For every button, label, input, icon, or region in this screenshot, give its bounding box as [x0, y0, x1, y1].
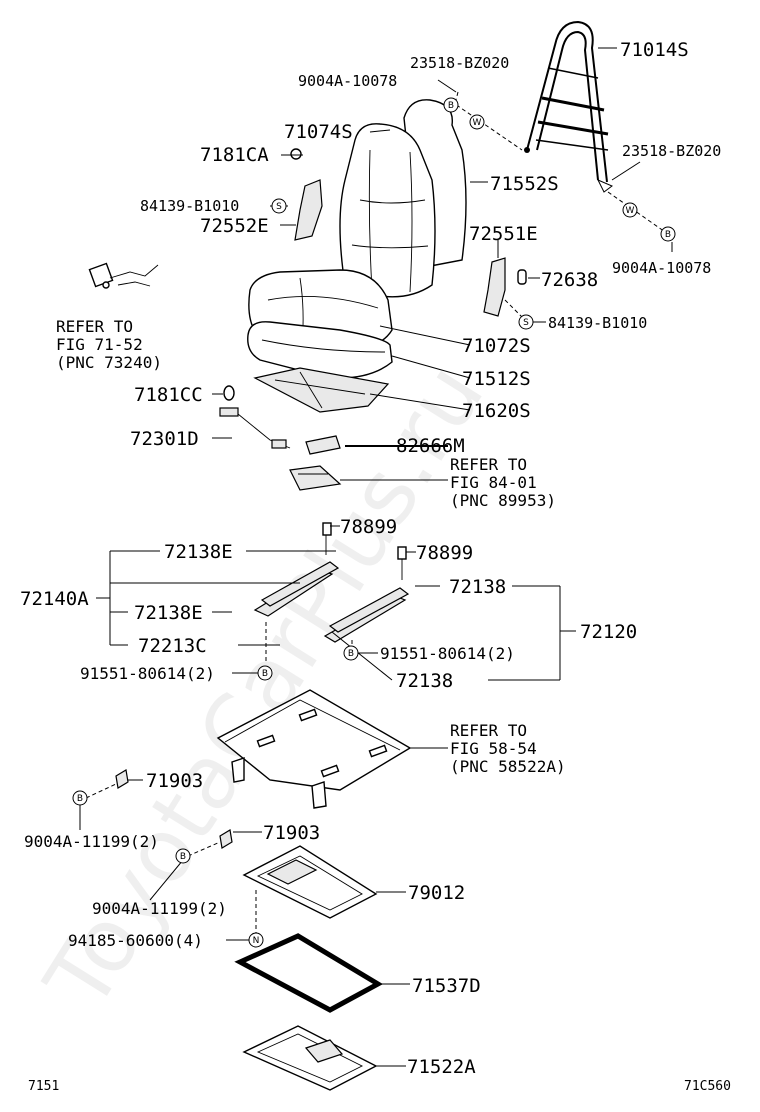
clip-7181CA	[290, 148, 302, 160]
mark-w-right: W	[622, 202, 638, 218]
seat-track-right	[323, 546, 410, 643]
label-9004A-11199-b: 9004A-11199(2)	[92, 899, 227, 918]
label-7181CC: 7181CC	[134, 384, 203, 406]
label-71522A: 71522A	[407, 1056, 476, 1078]
label-72138-a: 72138	[449, 576, 506, 598]
label-94185: 94185-60600(4)	[68, 931, 203, 950]
label-78899-b: 78899	[416, 542, 473, 564]
seal-71537D	[234, 933, 384, 1013]
label-72301D: 72301D	[130, 428, 199, 450]
floor-pan	[216, 689, 412, 809]
label-72552E: 72552E	[200, 215, 269, 237]
label-9004A-11199-a: 9004A-11199(2)	[24, 832, 159, 851]
cover-72552E	[294, 179, 323, 241]
seatback-frame	[524, 20, 613, 193]
svg-text:B: B	[348, 649, 354, 659]
label-72138E-b: 72138E	[134, 602, 203, 624]
svg-text:REFER TO: REFER TO	[450, 455, 527, 474]
svg-text:FIG 58-54: FIG 58-54	[450, 739, 537, 758]
label-72138E-a: 72138E	[164, 541, 233, 563]
svg-text:N: N	[253, 936, 260, 946]
knob-72638	[517, 269, 527, 285]
cable-72301D	[219, 407, 291, 449]
wire-harness	[88, 262, 159, 289]
mark-b-71903-b: B	[175, 848, 191, 864]
label-71903-a: 71903	[146, 770, 203, 792]
label-72551E: 72551E	[469, 223, 538, 245]
label-72138-b: 72138	[396, 670, 453, 692]
svg-text:S: S	[276, 202, 282, 212]
bracket-71903-a	[115, 769, 129, 789]
refer-block-1: REFER TO FIG 71-52 (PNC 73240)	[56, 317, 162, 372]
footer-right: 71C560	[684, 1079, 731, 1094]
label-72213C: 72213C	[138, 635, 207, 657]
marks: B W W B S S B B B B N	[72, 97, 676, 948]
refer-block-3: REFER TO FIG 58-54 (PNC 58522A)	[450, 721, 566, 776]
label-71074S: 71074S	[284, 121, 353, 143]
svg-text:REFER TO: REFER TO	[450, 721, 527, 740]
mark-s-right: S	[518, 314, 534, 330]
svg-text:(PNC 73240): (PNC 73240)	[56, 353, 162, 372]
svg-text:W: W	[626, 206, 635, 216]
label-71072S: 71072S	[462, 335, 531, 357]
svg-text:(PNC 89953): (PNC 89953)	[450, 491, 556, 510]
label-72120: 72120	[580, 621, 637, 643]
svg-text:S: S	[523, 318, 529, 328]
svg-text:B: B	[665, 230, 671, 240]
label-72638: 72638	[541, 269, 598, 291]
mark-b-track-left: B	[257, 665, 273, 681]
label-71903-b: 71903	[263, 822, 320, 844]
mark-w-top: W	[469, 114, 485, 130]
mark-b-track-right: B	[343, 645, 359, 661]
label-9004A-right: 9004A-10078	[612, 259, 711, 277]
svg-text:B: B	[180, 852, 186, 862]
svg-text:REFER TO: REFER TO	[56, 317, 133, 336]
mark-b-71903-a: B	[72, 790, 88, 806]
cover-72551E	[483, 257, 506, 317]
footer-left: 7151	[28, 1079, 59, 1094]
module-82666M	[305, 435, 341, 455]
label-9004A-top: 9004A-10078	[298, 72, 397, 90]
label-84139-right: 84139-B1010	[548, 314, 647, 332]
seat-track-left	[253, 522, 340, 617]
mark-b-right: B	[660, 226, 676, 242]
label-71537D: 71537D	[412, 975, 481, 997]
svg-text:(PNC 58522A): (PNC 58522A)	[450, 757, 566, 776]
label-71014S: 71014S	[620, 39, 689, 61]
tray-79012	[242, 845, 378, 919]
seatback-cushion	[339, 99, 467, 298]
mark-n: N	[248, 932, 264, 948]
refer-block-2: REFER TO FIG 84-01 (PNC 89953)	[450, 455, 556, 510]
bracket-71903-b	[219, 829, 233, 849]
tray-89953	[289, 465, 342, 491]
svg-text:FIG 71-52: FIG 71-52	[56, 335, 143, 354]
label-78899-a: 78899	[340, 516, 397, 538]
svg-text:W: W	[473, 118, 482, 128]
svg-text:FIG 84-01: FIG 84-01	[450, 473, 537, 492]
label-72140A: 72140A	[20, 588, 89, 610]
label-91551-left: 91551-80614(2)	[80, 664, 215, 683]
label-79012: 79012	[408, 882, 465, 904]
mark-b-top: B	[443, 97, 459, 113]
label-71512S: 71512S	[462, 368, 531, 390]
label-23518-right: 23518-BZ020	[622, 142, 721, 160]
cover-71522A	[242, 1025, 378, 1091]
part-labels: 71014S 23518-BZ020 9004A-10078 71074S 71…	[20, 39, 721, 1078]
label-23518-top: 23518-BZ020	[410, 54, 509, 72]
clip-7181CC	[223, 385, 235, 401]
seat-cushion	[247, 269, 393, 379]
label-71552S: 71552S	[490, 173, 559, 195]
leader-lines	[79, 47, 673, 1067]
label-7181CA: 7181CA	[200, 144, 269, 166]
label-91551-right: 91551-80614(2)	[380, 644, 515, 663]
svg-text:B: B	[448, 101, 454, 111]
svg-text:B: B	[77, 794, 83, 804]
label-84139-left: 84139-B1010	[140, 197, 239, 215]
label-71620S: 71620S	[462, 400, 531, 422]
label-82666M: 82666M	[396, 435, 465, 457]
mark-s-left: S	[271, 198, 287, 214]
svg-text:B: B	[262, 669, 268, 679]
